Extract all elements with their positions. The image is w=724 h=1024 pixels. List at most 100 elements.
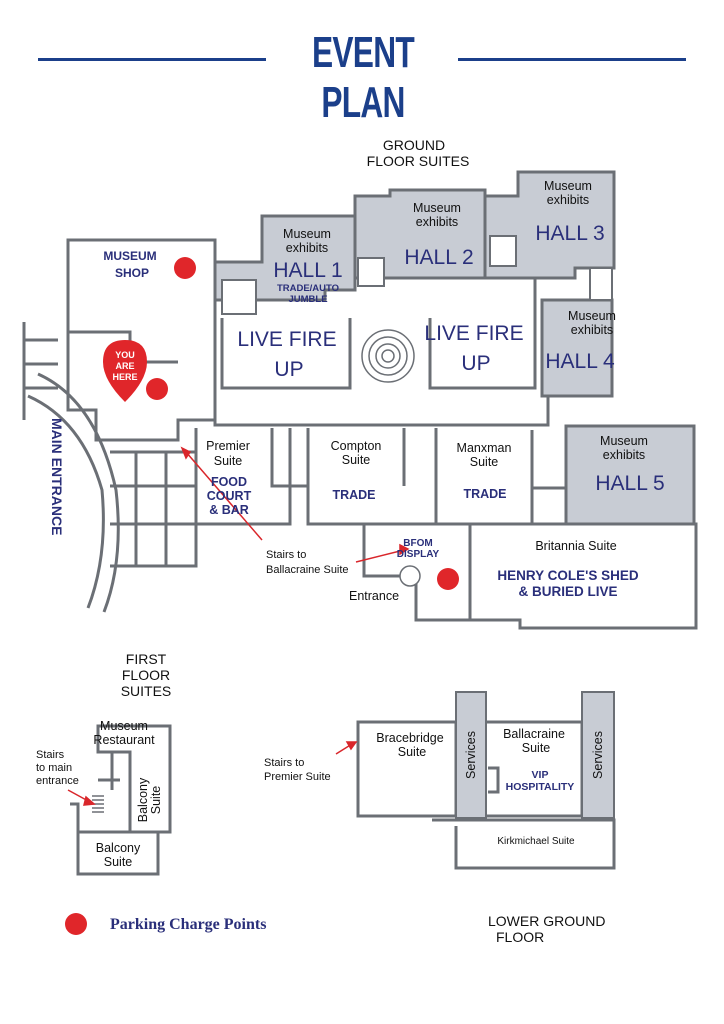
svg-text:TRADE: TRADE [463, 487, 506, 501]
lower-ground-heading: LOWER GROUND FLOOR [488, 913, 605, 945]
hall-4-label: HALL 4 [545, 350, 615, 373]
svg-text:BFOM: BFOM [403, 538, 432, 549]
svg-text:DISPLAY: DISPLAY [397, 549, 440, 560]
svg-text:TRADE/AUTO: TRADE/AUTO [277, 283, 339, 294]
svg-text:exhibits: exhibits [603, 448, 645, 462]
legend: Parking Charge Points [65, 913, 266, 935]
charge-point-marker [437, 568, 459, 590]
svg-text:exhibits: exhibits [547, 193, 589, 207]
svg-text:Bracebridge: Bracebridge [376, 731, 443, 745]
svg-text:SUITES: SUITES [121, 683, 172, 699]
svg-text:LOWER GROUND: LOWER GROUND [488, 913, 605, 929]
museum-shop-label: MUSEUM SHOP [103, 249, 156, 280]
entrance-door-icon [399, 565, 421, 587]
svg-text:FLOOR SUITES: FLOOR SUITES [367, 153, 470, 169]
svg-text:FOOD: FOOD [211, 475, 247, 489]
live-fire-labels: LIVE FIRE UP LIVE FIRE UP [237, 322, 523, 381]
svg-text:exhibits: exhibits [286, 241, 328, 255]
legend-label: Parking Charge Points [110, 916, 266, 933]
svg-text:ARE: ARE [115, 361, 134, 371]
main-entrance-label: MAIN ENTRANCE [49, 418, 65, 535]
svg-text:FIRST: FIRST [126, 651, 167, 667]
svg-text:Entrance: Entrance [349, 589, 399, 603]
direction-arrows [67, 446, 410, 806]
svg-text:HOSPITALITY: HOSPITALITY [506, 781, 575, 793]
services-blocks [455, 691, 615, 819]
svg-text:Balcony: Balcony [96, 841, 141, 855]
svg-text:Stairs to: Stairs to [264, 757, 304, 769]
svg-text:MUSEUM: MUSEUM [103, 249, 156, 263]
svg-text:& BAR: & BAR [209, 503, 249, 517]
svg-text:Stairs: Stairs [36, 749, 65, 761]
svg-text:Compton: Compton [331, 439, 382, 453]
first-floor-heading: FIRST FLOOR SUITES [121, 651, 172, 699]
hall-3-area [483, 170, 616, 280]
hall-5-area [564, 424, 696, 526]
first-floor-stairs-icon [92, 795, 104, 813]
area-labels: FOOD COURT & BAR TRADE TRADE BFOM DISPLA… [207, 475, 639, 599]
svg-text:HENRY COLE'S SHED: HENRY COLE'S SHED [497, 568, 638, 583]
svg-text:VIP: VIP [532, 769, 549, 781]
svg-text:Manxman: Manxman [457, 441, 512, 455]
page-title: EVENT PLAN [311, 28, 415, 127]
stairs-premier-note: Stairs to Premier Suite [264, 757, 331, 783]
hall-inner-blocks [221, 235, 613, 315]
svg-text:Kirkmichael Suite: Kirkmichael Suite [497, 836, 575, 847]
svg-text:Stairs to: Stairs to [266, 549, 306, 561]
svg-text:TRADE: TRADE [332, 488, 375, 502]
ground-floor-heading: GROUND FLOOR SUITES [367, 137, 470, 169]
svg-text:Restaurant: Restaurant [93, 733, 155, 747]
hall-5-label: HALL 5 [595, 472, 664, 495]
svg-text:Suite: Suite [470, 455, 499, 469]
svg-text:YOU: YOU [115, 350, 135, 360]
svg-text:LIVE FIRE: LIVE FIRE [424, 322, 523, 345]
lower-ground-suite-labels: Bracebridge Suite Ballacraine Suite Serv… [376, 727, 605, 847]
suite-labels: Premier Suite Compton Suite Manxman Suit… [206, 439, 617, 603]
svg-text:exhibits: exhibits [571, 323, 613, 337]
svg-text:FLOOR: FLOOR [496, 929, 544, 945]
museum-exhibit-labels: Museum exhibits Museum exhibits Museum e… [283, 179, 648, 462]
svg-text:UP: UP [461, 352, 490, 375]
svg-text:Museum: Museum [568, 309, 616, 323]
svg-text:LIVE FIRE: LIVE FIRE [237, 328, 336, 351]
charge-point-marker [146, 378, 168, 400]
svg-text:JUMBLE: JUMBLE [288, 294, 327, 305]
stairs-ballacraine-note: Stairs to Ballacraine Suite [266, 549, 349, 576]
hall-4-area [540, 298, 614, 398]
svg-text:SHOP: SHOP [115, 266, 149, 280]
svg-text:& BURIED LIVE: & BURIED LIVE [518, 584, 617, 599]
vip-hospitality-label: VIP HOSPITALITY [506, 769, 575, 793]
svg-text:Museum: Museum [600, 434, 648, 448]
svg-text:to main: to main [36, 762, 72, 774]
hall-areas [213, 170, 696, 526]
svg-text:Museum: Museum [544, 179, 592, 193]
fountain-icon [361, 329, 415, 383]
svg-text:Services: Services [464, 731, 478, 779]
svg-text:UP: UP [274, 358, 303, 381]
hall-2-label: HALL 2 [404, 246, 473, 269]
svg-text:HERE: HERE [112, 372, 137, 382]
svg-text:Britannia Suite: Britannia Suite [535, 539, 616, 553]
svg-text:Suite: Suite [214, 454, 243, 468]
hall-3-label: HALL 3 [535, 222, 604, 245]
svg-text:exhibits: exhibits [416, 215, 458, 229]
hall-labels: HALL 1 TRADE/AUTO JUMBLE HALL 2 HALL 3 H… [273, 222, 664, 495]
svg-text:Balcony: Balcony [136, 777, 150, 822]
svg-text:Suite: Suite [342, 453, 371, 467]
charge-points [146, 257, 459, 590]
header-rule-right [458, 58, 686, 61]
header-rule-left [38, 58, 266, 61]
svg-text:Suite: Suite [149, 786, 163, 815]
svg-text:GROUND: GROUND [383, 137, 445, 153]
first-floor-walls [70, 724, 172, 876]
svg-text:Suite: Suite [522, 741, 551, 755]
svg-text:FLOOR: FLOOR [122, 667, 170, 683]
svg-text:Museum: Museum [283, 227, 331, 241]
stairs-main-entrance-note: Stairs to main entrance [36, 749, 79, 787]
svg-text:Ballacraine Suite: Ballacraine Suite [266, 564, 349, 576]
svg-text:Suite: Suite [104, 855, 133, 869]
hall-1-label: HALL 1 [273, 259, 342, 282]
svg-text:Premier Suite: Premier Suite [264, 771, 331, 783]
svg-text:Suite: Suite [398, 745, 427, 759]
